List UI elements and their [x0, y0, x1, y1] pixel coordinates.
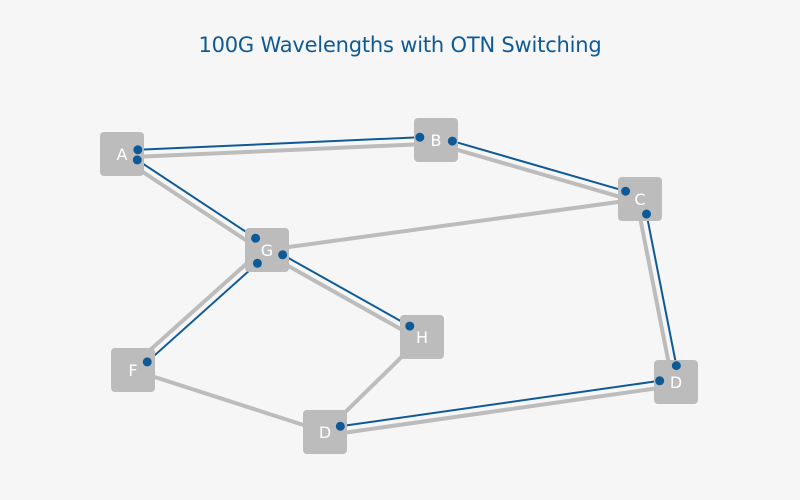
- wavelength-endpoint-G: [252, 258, 262, 268]
- wavelength-G-H: [282, 253, 411, 327]
- node-B[interactable]: B: [414, 118, 458, 162]
- node-D2[interactable]: D: [654, 360, 698, 404]
- wavelength-G-F: [146, 262, 259, 363]
- node-D1[interactable]: D: [303, 410, 347, 454]
- wavelength-endpoint-G: [251, 233, 261, 243]
- wavelength-endpoint-D2: [671, 361, 681, 371]
- node-label: D: [670, 373, 682, 392]
- node-label: C: [634, 190, 645, 209]
- node-label: G: [261, 241, 273, 260]
- wavelength-endpoints: [132, 132, 681, 431]
- fiber-link-G-H: [264, 251, 422, 342]
- wavelength-endpoint-A: [133, 145, 143, 155]
- fiber-links: [118, 141, 677, 438]
- wavelength-endpoint-D2: [655, 376, 665, 386]
- wavelength-endpoint-A: [132, 155, 142, 165]
- wavelength-endpoint-C: [621, 186, 631, 196]
- fiber-link-B-C: [434, 141, 640, 205]
- wavelength-C-D2: [645, 213, 678, 366]
- diagram-title: 100G Wavelengths with OTN Switching: [198, 33, 602, 57]
- node-label: D: [319, 423, 331, 442]
- fiber-link-G-F: [129, 245, 266, 369]
- wavelength-paths: [136, 136, 678, 428]
- wavelength-endpoint-B: [447, 136, 457, 146]
- node-box: [303, 410, 347, 454]
- node-A[interactable]: A: [100, 132, 144, 176]
- fiber-link-C-D2: [634, 199, 675, 384]
- wavelength-endpoint-B: [415, 132, 425, 142]
- wavelength-endpoint-C: [642, 209, 652, 219]
- fiber-link-A-B: [122, 141, 437, 160]
- node-box: [654, 360, 698, 404]
- node-F[interactable]: F: [111, 348, 155, 392]
- node-box: [100, 132, 144, 176]
- wavelength-B-C: [452, 140, 626, 193]
- node-C[interactable]: C: [618, 177, 662, 221]
- fiber-link-A-G: [118, 155, 267, 255]
- node-box: [414, 118, 458, 162]
- wavelength-A-G: [136, 159, 257, 240]
- network-nodes: A B C G H F D D: [100, 118, 698, 454]
- fiber-link-C-G: [266, 197, 641, 252]
- wavelength-D1-D2: [340, 379, 660, 428]
- wavelength-endpoint-D1: [335, 421, 345, 431]
- node-H[interactable]: H: [400, 315, 444, 359]
- node-G[interactable]: G: [245, 228, 289, 272]
- node-label: B: [431, 131, 442, 150]
- fiber-link-F-D1: [132, 368, 326, 434]
- node-box: [618, 177, 662, 221]
- fiber-link-D1-D2: [325, 383, 677, 438]
- wavelength-endpoint-H: [405, 321, 415, 331]
- wavelength-A-B: [137, 136, 420, 151]
- wavelength-endpoint-G: [278, 250, 288, 260]
- node-label: A: [117, 145, 128, 164]
- node-label: F: [128, 361, 137, 380]
- wavelength-endpoint-F: [142, 357, 152, 367]
- node-label: H: [416, 328, 428, 347]
